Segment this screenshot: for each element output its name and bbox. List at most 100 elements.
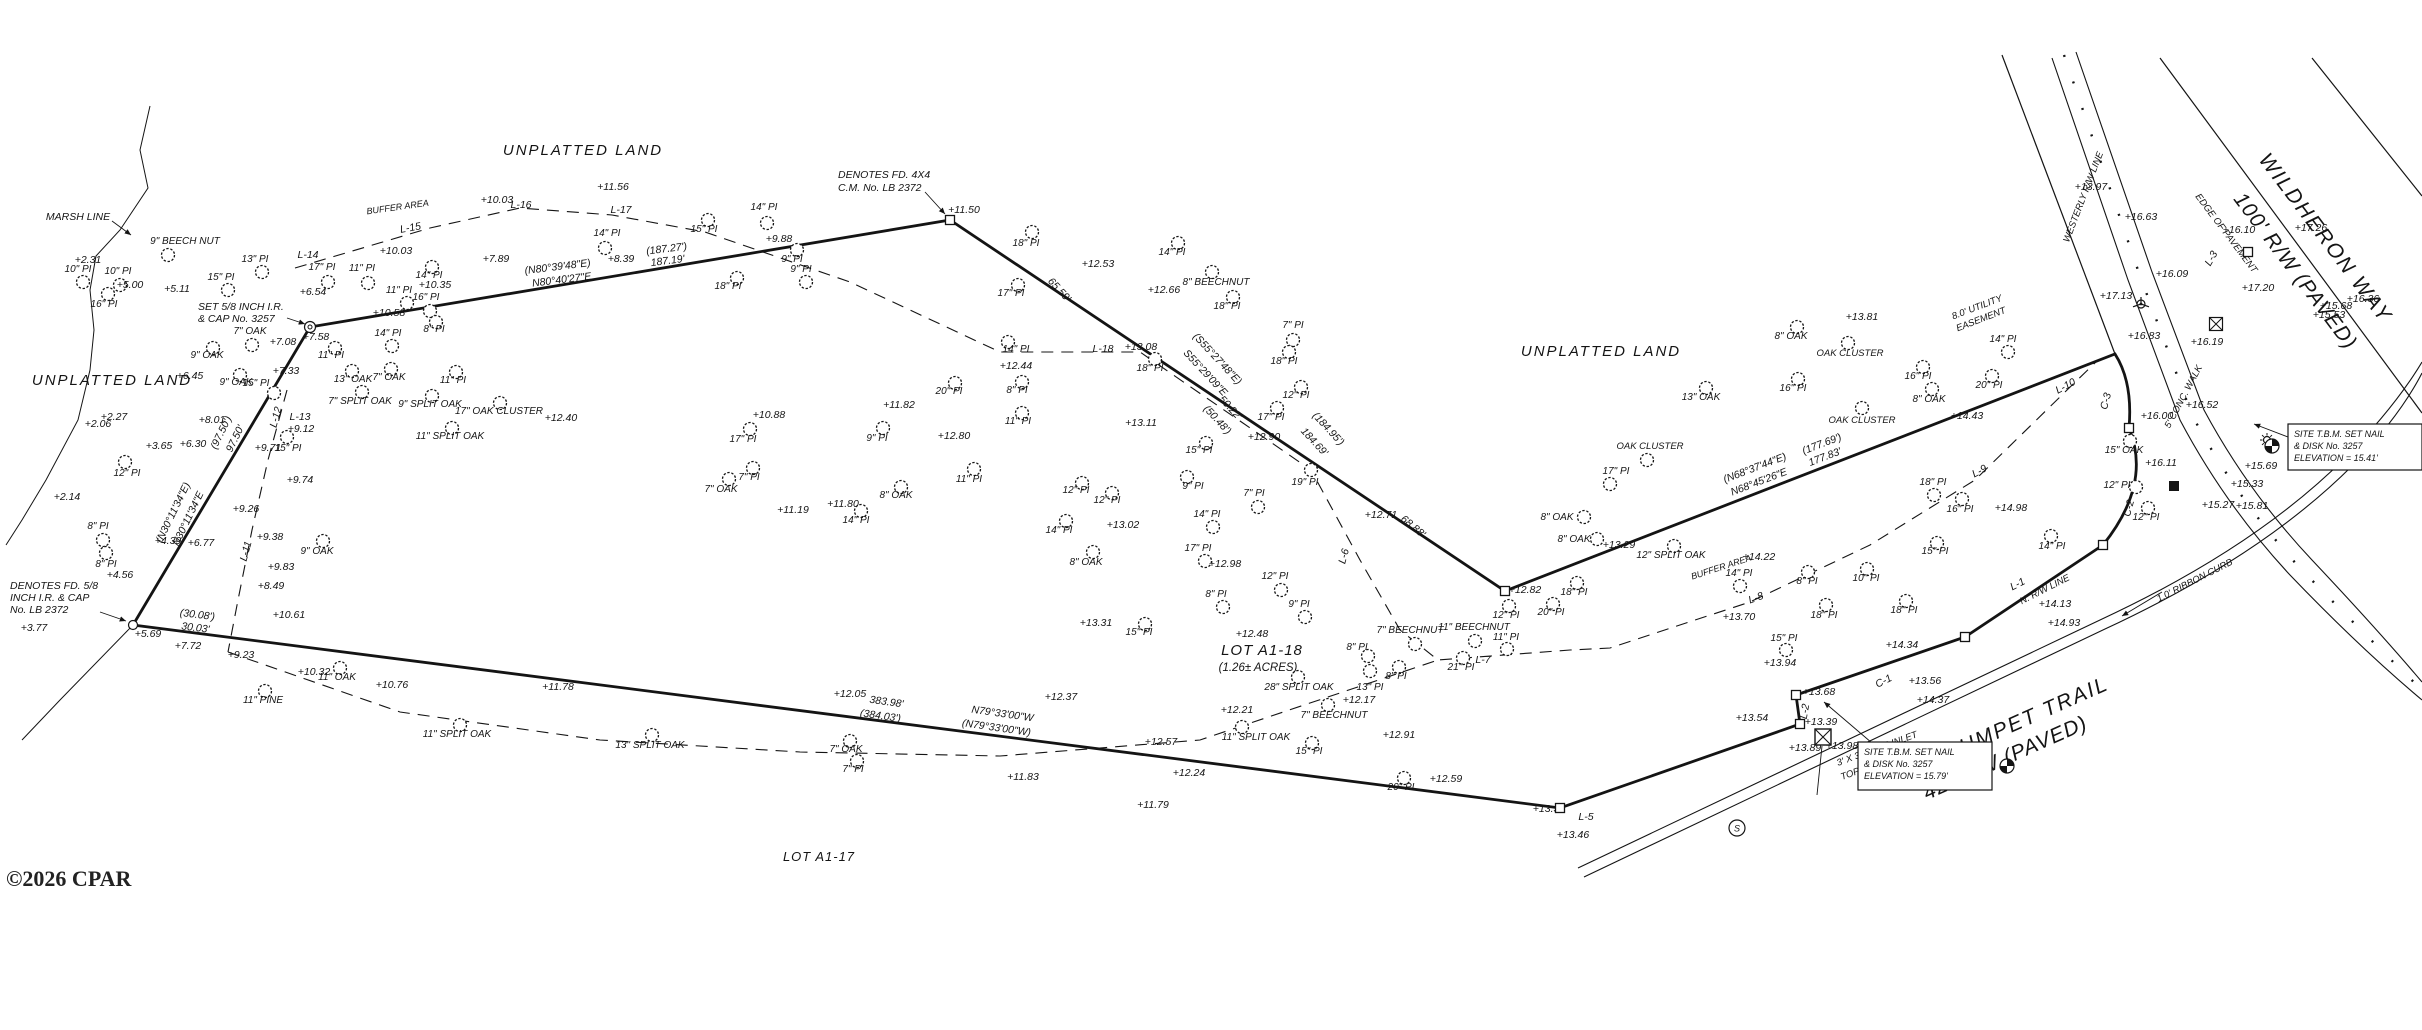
tree-label: 15" PI	[1771, 633, 1798, 644]
map-label: MARSH LINE	[46, 211, 111, 223]
corner-monument-icon	[1790, 689, 1802, 701]
spot-elevation: +11.50	[948, 204, 980, 216]
map-label: L-13	[289, 411, 310, 423]
map-label: UNPLATTED LAND	[32, 372, 192, 389]
map-label: LOT A1-18	[1221, 642, 1303, 659]
tbm-note-box	[1857, 741, 1993, 791]
tree-icon	[875, 420, 891, 436]
tree-icon	[1285, 332, 1301, 348]
tree-label: 20" PI	[1975, 380, 2003, 391]
tree-icon	[1898, 593, 1914, 609]
spot-elevation: +15.69	[2245, 460, 2278, 472]
fire-hydrant-icon	[2140, 303, 2150, 308]
tree-label: 18" PI	[1920, 477, 1947, 488]
spot-elevation: +6.30	[180, 438, 207, 450]
spot-elevation: +7.08	[270, 336, 297, 348]
tree-label: 8" PI	[1346, 642, 1368, 653]
spot-elevation: +12.82	[1509, 584, 1542, 596]
spot-elevation: +9.71	[255, 442, 282, 454]
tree-label: 14" PI	[1159, 247, 1186, 258]
boundary-extension-line	[21, 624, 134, 741]
tree-icon	[1499, 641, 1515, 657]
tree-label: 11" SPLIT OAK	[423, 729, 493, 740]
spot-elevation: +14.37	[1917, 694, 1951, 706]
tree-label: 18" PI	[1271, 356, 1298, 367]
tree-label: 8" OAK	[879, 490, 913, 501]
tree-icon	[721, 471, 737, 487]
tree-label: 12" PI	[2104, 480, 2131, 491]
tree-icon	[1024, 224, 1040, 240]
map-label: C.M. No. LB 2372	[838, 182, 922, 194]
corner-monument-icon	[2097, 539, 2109, 551]
map-label: L-10	[2053, 376, 2077, 397]
tbm-note-text: ELEVATION = 15.79'	[1864, 771, 1948, 781]
tree-icon	[320, 274, 336, 290]
drop-inlet-icon	[1814, 728, 1832, 746]
map-label: (1.26± ACRES)	[1219, 662, 1298, 674]
map-label: 1.0' RIBBON CURB	[2155, 557, 2235, 605]
spot-elevation: +12.57	[1145, 736, 1179, 748]
tree-icon	[384, 338, 400, 354]
map-label: OAK CLUSTER	[1816, 348, 1883, 359]
tree-label: 11" SPLIT OAK	[1222, 732, 1292, 743]
tree-icon	[1926, 487, 1942, 503]
map-label: DENOTES FD. 4X4	[838, 169, 930, 181]
map-label: OAK CLUSTER	[1616, 441, 1683, 452]
spot-elevation: +13.31	[1080, 617, 1112, 629]
tree-label: 8" OAK	[1912, 394, 1946, 405]
map-label: 30.03'	[181, 620, 212, 635]
tree-label: 18" PI	[1137, 363, 1164, 374]
tree-label: 14" PI	[2039, 541, 2066, 552]
tree-icon	[1576, 509, 1592, 525]
tree-icon	[2122, 433, 2138, 449]
tree-icon	[1293, 379, 1309, 395]
tree-label: 17" PI	[1185, 543, 1212, 554]
tree-label: 16" PI	[1905, 371, 1932, 382]
tree-icon	[745, 460, 761, 476]
spot-elevation: +5.00	[117, 279, 144, 291]
spot-elevation: +17.26	[2295, 222, 2328, 234]
spot-elevation: +14.13	[2039, 598, 2072, 610]
map-label: & CAP No. 3257	[198, 313, 276, 325]
spot-elevation: +16.11	[2145, 457, 2177, 469]
tree-label: 18" PI	[1013, 238, 1040, 249]
tree-icon	[95, 532, 111, 548]
map-label: SET 5/8 INCH I.R.	[198, 301, 284, 313]
map-label: L-12	[268, 405, 285, 429]
tree-label: 15" OAK	[2105, 445, 2145, 456]
tree-icon	[1304, 735, 1320, 751]
tree-label: 11" OAK	[318, 672, 357, 683]
tree-label: 12" PI	[1262, 571, 1289, 582]
corner-monument-icon	[1794, 718, 1806, 730]
spot-elevation: +11.79	[1137, 799, 1169, 811]
tree-icon	[1778, 642, 1794, 658]
spot-elevation: +13.68	[1803, 686, 1836, 698]
tree-label: 15" PI	[1296, 746, 1323, 757]
tree-label: 11" PI	[349, 263, 375, 274]
tree-icon	[644, 727, 660, 743]
drop-inlet-leader	[1816, 745, 1823, 796]
tree-icon	[1198, 435, 1214, 451]
leader-arrow	[99, 611, 127, 622]
ribbon-curb-line	[1577, 361, 2422, 869]
spot-elevation: +15.33	[2231, 478, 2264, 490]
spot-elevation: +3.77	[21, 622, 49, 634]
tree-label: 17" PI	[1603, 466, 1630, 477]
tree-icon	[1924, 381, 1940, 397]
spot-elevation: +4.56	[107, 569, 134, 581]
monument-icon	[2169, 481, 2179, 491]
spot-elevation: +11.78	[542, 681, 574, 693]
tbm-target-icon	[2000, 766, 2007, 773]
map-label: L-2	[1798, 703, 1812, 720]
corner-monument-icon	[1959, 631, 1971, 643]
tree-icon	[1058, 513, 1074, 529]
spot-elevation: +2.27	[101, 411, 129, 423]
spot-elevation: +12.17	[1343, 694, 1377, 706]
tree-label: 8" PI	[1205, 589, 1227, 600]
tree-label: 8" OAK	[1069, 557, 1103, 568]
map-label: 187.19'	[650, 253, 686, 269]
tree-icon	[399, 295, 415, 311]
tree-icon	[1205, 519, 1221, 535]
spot-elevation: +12.90	[1248, 431, 1281, 443]
tree-icon	[75, 274, 91, 290]
